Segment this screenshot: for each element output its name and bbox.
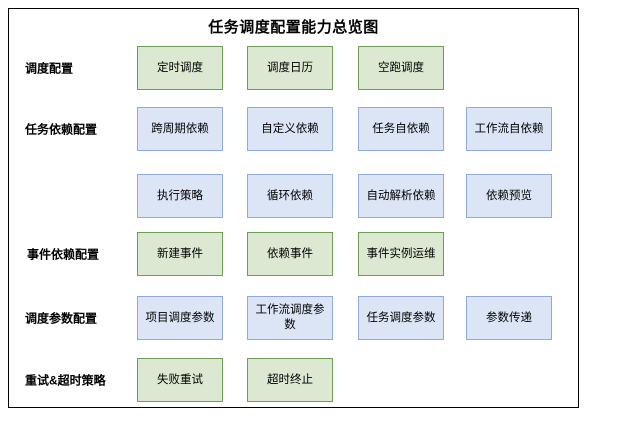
node-cyclic-dependency[interactable]: 循环依赖 [247,174,333,218]
row-label-schedule-parameter-config: 调度参数配置 [25,311,98,326]
node-task-schedule-params[interactable]: 任务调度参数 [358,296,444,340]
node-create-event[interactable]: 新建事件 [137,232,223,276]
row-label-event-dependency-config: 事件依赖配置 [27,247,100,262]
node-event-instance-ops[interactable]: 事件实例运维 [358,232,444,276]
diagram-row-scheduling-config: 调度配置 定时调度 调度日历 空跑调度 [8,46,579,90]
node-dependent-event[interactable]: 依赖事件 [247,232,333,276]
node-workflow-schedule-params[interactable]: 工作流调度参数 [247,296,333,340]
row-label-retry-timeout-policy: 重试&超时策略 [25,373,106,388]
row-label-task-dependency-config: 任务依赖配置 [25,122,98,137]
node-execution-strategy[interactable]: 执行策略 [137,174,223,218]
diagram-row-task-dependency-config: 任务依赖配置 跨周期依赖 自定义依赖 任务自依赖 工作流自依赖 [8,107,579,151]
page-title: 任务调度配置能力总览图 [208,19,379,36]
node-cross-cycle-dependency[interactable]: 跨周期依赖 [137,107,223,151]
diagram-row-retry-timeout-policy: 重试&超时策略 失败重试 超时终止 [8,358,579,402]
node-schedule-calendar[interactable]: 调度日历 [247,46,333,90]
node-custom-dependency[interactable]: 自定义依赖 [247,107,333,151]
node-dryrun-scheduling[interactable]: 空跑调度 [358,46,444,90]
node-dependency-preview[interactable]: 依赖预览 [466,174,552,218]
node-project-schedule-params[interactable]: 项目调度参数 [137,296,223,340]
diagram-row-schedule-parameter-config: 调度参数配置 项目调度参数 工作流调度参数 任务调度参数 参数传递 [8,296,579,340]
diagram-row-task-dependency-config-continued: 执行策略 循环依赖 自动解析依赖 依赖预览 [8,174,579,218]
node-failure-retry[interactable]: 失败重试 [137,358,223,402]
node-workflow-self-dependency[interactable]: 工作流自依赖 [466,107,552,151]
node-parameter-passing[interactable]: 参数传递 [466,296,552,340]
row-label-scheduling-config: 调度配置 [25,61,74,76]
node-timed-scheduling[interactable]: 定时调度 [137,46,223,90]
node-timeout-terminate[interactable]: 超时终止 [247,358,333,402]
node-auto-parse-dependency[interactable]: 自动解析依赖 [358,174,444,218]
diagram-row-event-dependency-config: 事件依赖配置 新建事件 依赖事件 事件实例运维 [8,232,579,276]
node-task-self-dependency[interactable]: 任务自依赖 [358,107,444,151]
